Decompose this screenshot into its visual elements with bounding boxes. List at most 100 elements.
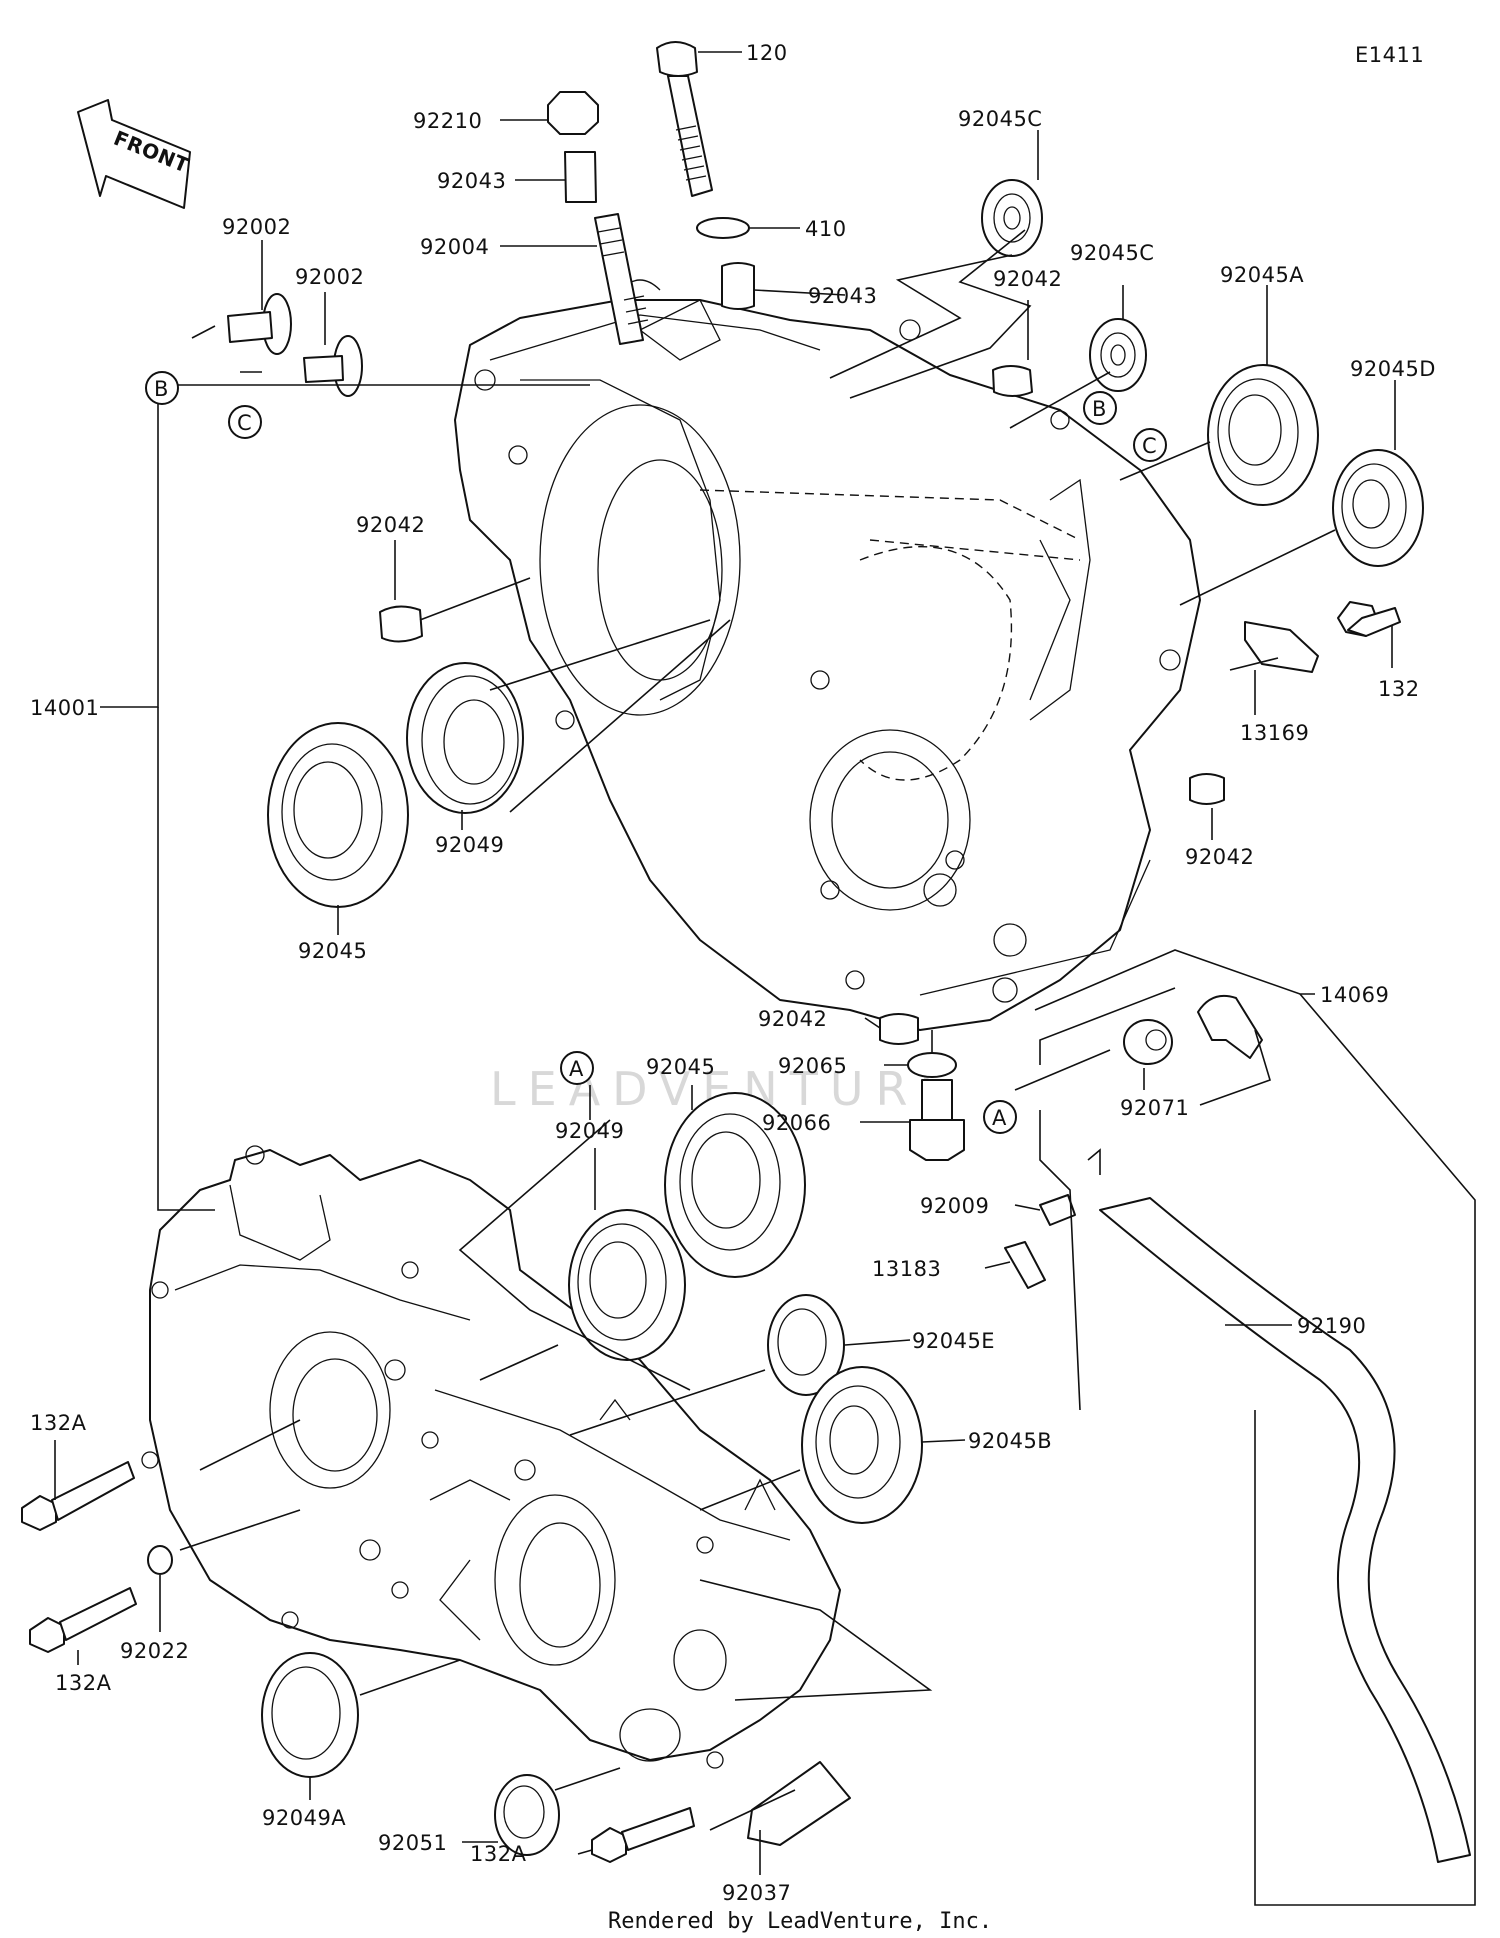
label-92210: 92210 (413, 109, 482, 133)
part-92071-plug (1123, 1019, 1173, 1065)
label-132a-upper: 132A (30, 1411, 87, 1435)
label-92009: 92009 (920, 1194, 989, 1218)
part-92045-bearing-mid (664, 1092, 806, 1278)
part-132a-bolt-2 (29, 1587, 137, 1653)
label-92190: 92190 (1297, 1314, 1366, 1338)
label-92051: 92051 (378, 1831, 447, 1855)
label-92049-upper: 92049 (435, 833, 504, 857)
part-92022-washer (147, 1545, 173, 1575)
label-92065: 92065 (778, 1054, 847, 1078)
label-92042-mid: 92042 (758, 1007, 827, 1031)
part-132a-bolt-3 (591, 1807, 695, 1863)
part-92002-screw-c (303, 335, 363, 397)
label-92002-b: 92002 (222, 215, 291, 239)
part-92049-seal-lower (568, 1209, 686, 1361)
svg-text:C: C (237, 411, 252, 435)
label-92045e: 92045E (912, 1329, 995, 1353)
label-92037: 92037 (722, 1881, 791, 1905)
label-92045a: 92045A (1220, 263, 1304, 287)
label-120: 120 (746, 41, 788, 65)
part-92066-bolt (909, 1079, 965, 1161)
label-14069: 14069 (1320, 983, 1389, 1007)
part-92043-dowel-right (721, 262, 755, 310)
diagram-code: E1411 (1355, 43, 1424, 67)
part-92042-dowel-top (992, 365, 1033, 397)
label-14001: 14001 (30, 696, 99, 720)
label-92043-right: 92043 (808, 284, 877, 308)
label-92045c-upper: 92045C (958, 107, 1042, 131)
callout-b-left: B (145, 371, 179, 405)
part-92037-clamp (747, 1761, 851, 1846)
svg-text:A: A (992, 1106, 1007, 1130)
lower-crank-bore (269, 1331, 391, 1489)
part-92045e-bearing (767, 1294, 845, 1396)
label-92043-left: 92043 (437, 169, 506, 193)
part-92004-stud (594, 213, 649, 345)
label-92049-lower: 92049 (555, 1119, 624, 1143)
svg-text:B: B (1092, 397, 1107, 421)
upper-shaft-bore (809, 729, 971, 911)
part-92009-screw (1039, 1194, 1076, 1226)
part-92045a-bearing (1207, 364, 1319, 506)
part-410-washer (696, 217, 750, 239)
part-92045-bearing-left (267, 722, 409, 908)
part-92065-washer (907, 1052, 957, 1078)
part-92042-dowel-mid (879, 1013, 919, 1045)
front-arrow: FRONT (77, 99, 193, 209)
part-92190-hose (1099, 1197, 1471, 1863)
label-92042-right: 92042 (1185, 845, 1254, 869)
label-13169: 13169 (1240, 721, 1309, 745)
lower-shaft-bore (494, 1494, 616, 1666)
leader-lines (54, 51, 1476, 1906)
part-132a-bolt-1 (21, 1461, 135, 1531)
front-arrow-shape (77, 99, 191, 209)
lower-crankcase-half (141, 1145, 841, 1769)
part-92049a-seal (261, 1652, 359, 1778)
part-92045b-bearing (801, 1366, 923, 1524)
part-120-bolt (656, 41, 713, 197)
label-92045-left: 92045 (298, 939, 367, 963)
callout-c-right: C (1133, 428, 1167, 462)
label-92045-mid: 92045 (646, 1055, 715, 1079)
label-92042-left: 92042 (356, 513, 425, 537)
label-92045c-lower: 92045C (1070, 241, 1154, 265)
svg-text:B: B (154, 377, 169, 401)
callout-a-right: A (983, 1100, 1017, 1134)
label-92045d: 92045D (1350, 357, 1436, 381)
callout-c-left: C (228, 405, 262, 439)
label-132: 132 (1378, 677, 1420, 701)
label-132a-middle: 132A (55, 1671, 112, 1695)
part-13183-clip (1004, 1241, 1046, 1289)
label-92004: 92004 (420, 235, 489, 259)
svg-text:C: C (1142, 434, 1157, 458)
part-92042-dowel-left (379, 605, 423, 643)
label-92002-c: 92002 (295, 265, 364, 289)
part-13169-plate (1244, 621, 1319, 673)
label-92066: 92066 (762, 1111, 831, 1135)
upper-crankcase-half (454, 279, 1201, 1031)
part-132-bolt (1337, 601, 1401, 637)
label-92045b: 92045B (968, 1429, 1052, 1453)
label-92022: 92022 (120, 1639, 189, 1663)
label-13183: 13183 (872, 1257, 941, 1281)
upper-crank-bore (539, 404, 741, 716)
part-92210-nut (547, 91, 599, 135)
footer-credit: Rendered by LeadVenture, Inc. (608, 1909, 992, 1934)
part-92049-seal-upper (406, 662, 524, 814)
svg-text:A: A (569, 1057, 584, 1081)
callout-b-right: B (1083, 391, 1117, 425)
label-132a-lower: 132A (470, 1842, 527, 1866)
part-14069-fitting (1197, 994, 1263, 1059)
lower-case-outline (149, 1149, 841, 1761)
callout-a-top: A (560, 1051, 594, 1085)
label-92042-top: 92042 (993, 267, 1062, 291)
part-92042-dowel-right (1189, 773, 1225, 805)
part-92043-dowel (564, 151, 597, 203)
part-92045c-bearing-lower (1089, 318, 1147, 392)
label-410: 410 (805, 217, 847, 241)
label-92049a: 92049A (262, 1806, 346, 1830)
label-92071: 92071 (1120, 1096, 1189, 1120)
part-labels: 120 92210 92043 92004 410 92043 92045C 9… (30, 41, 1436, 1905)
